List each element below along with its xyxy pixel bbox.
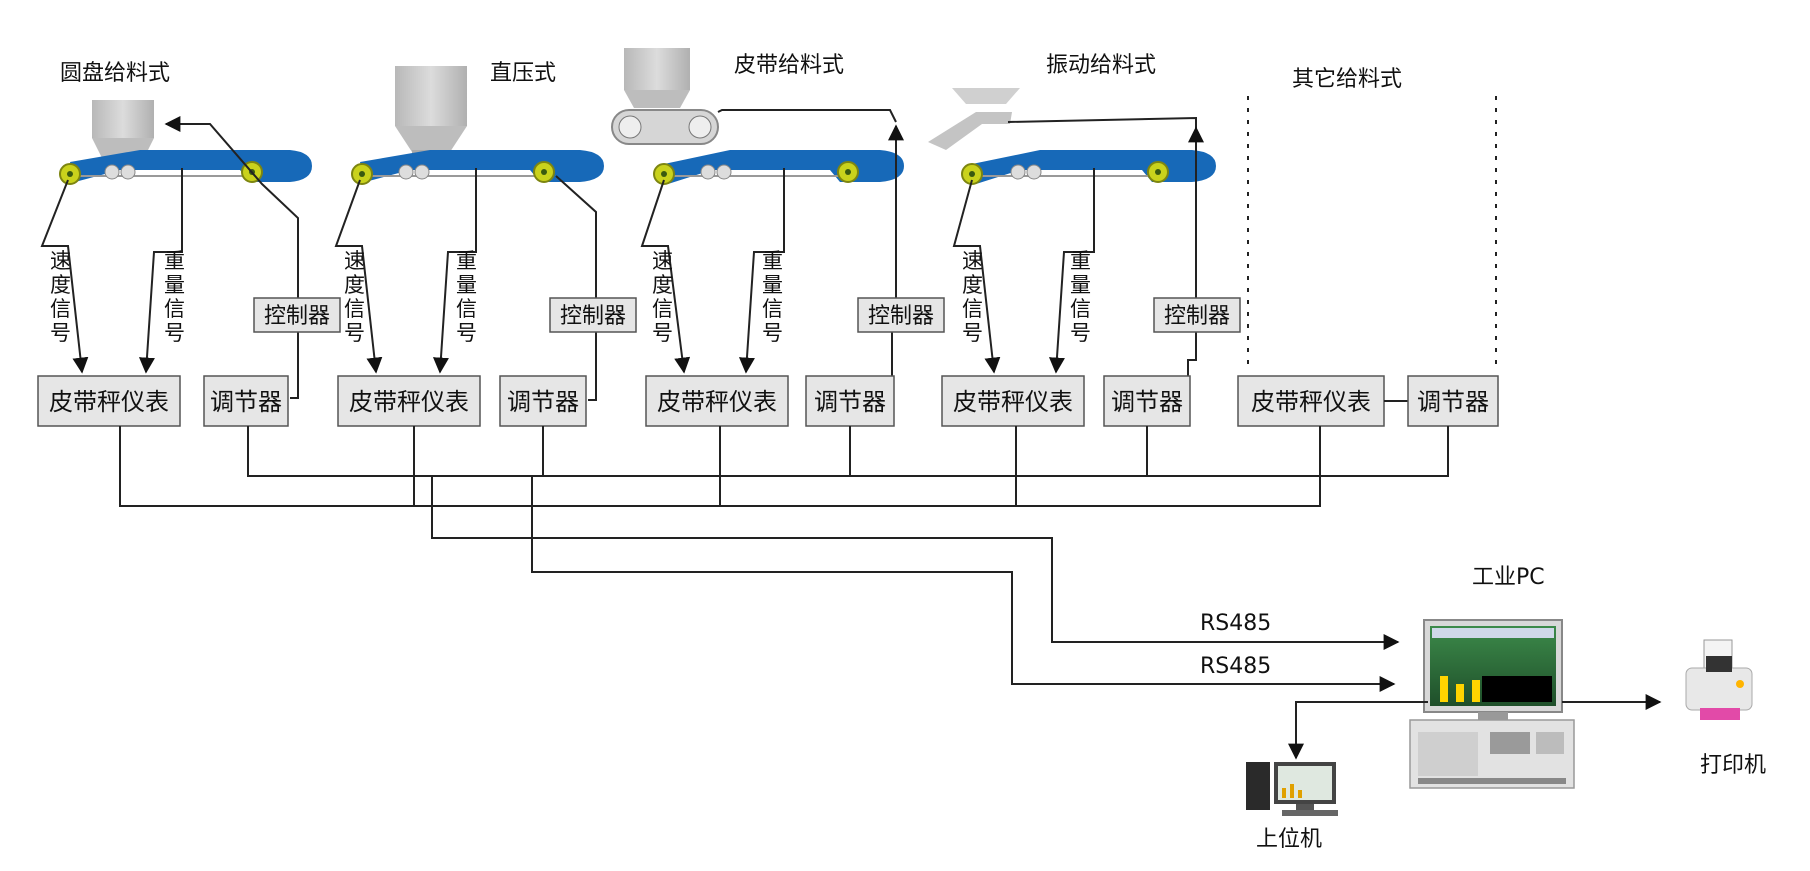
- bus-wiring: RS485 RS485: [119, 426, 1449, 692]
- rs485-label-bottom: RS485: [1200, 654, 1271, 679]
- speed-label-1: 速: [652, 249, 673, 273]
- regulator-label: 调节器: [210, 388, 282, 416]
- weight-label-3: 信: [164, 297, 185, 321]
- vibrating-chute-icon: [928, 88, 1020, 150]
- regulator-label: 调节器: [1417, 388, 1489, 416]
- speed-label-3: 信: [652, 297, 673, 321]
- controller-box: [1153, 297, 1241, 333]
- belt-scale-meter-label: 皮带秤仪表: [657, 388, 777, 416]
- speed-label-4: 号: [962, 321, 983, 345]
- feeder-title: 圆盘给料式: [60, 61, 170, 86]
- weight-label-1: 重: [1070, 249, 1091, 273]
- controller-label: 控制器: [264, 304, 330, 329]
- speed-label-3: 信: [50, 297, 71, 321]
- feeder-title: 振动给料式: [1046, 53, 1156, 78]
- weight-label-1: 重: [456, 249, 477, 273]
- feeder-2: 直压式 速 度 信 号 重 量 信 号 控制器 皮带秤仪表: [334, 61, 637, 427]
- belt-conveyor-icon: [961, 150, 1216, 185]
- controller-label: 控制器: [560, 304, 626, 329]
- industrial-pc-label: 工业PC: [1472, 565, 1545, 590]
- weight-label-2: 量: [456, 273, 477, 297]
- speed-label-1: 速: [962, 249, 983, 273]
- speed-label-2: 度: [50, 273, 71, 297]
- regulator-label: 调节器: [507, 388, 579, 416]
- controller-box: [549, 297, 637, 333]
- belt-scale-meter-label: 皮带秤仪表: [349, 388, 469, 416]
- belt-scale-meter-box: [645, 375, 789, 427]
- printer: 打印机: [1685, 639, 1766, 778]
- feeder-title: 直压式: [490, 61, 556, 86]
- belt-conveyor-icon: [59, 150, 312, 185]
- industrial-pc-chassis-icon: [1409, 719, 1575, 789]
- weight-label-4: 号: [456, 321, 477, 345]
- speed-label-3: 信: [962, 297, 983, 321]
- regulator-box: [805, 375, 895, 427]
- industrial-pc: 工业PC: [1288, 565, 1662, 789]
- belt-conveyor-icon: [351, 150, 604, 185]
- controller-box: [253, 297, 341, 333]
- feeder-3: 皮带给料式 速 度 信 号 重 量 信 号 控制器: [611, 48, 945, 427]
- monitor-icon: [1423, 619, 1563, 722]
- controller-box: [857, 297, 945, 333]
- regulator-box: [1103, 375, 1191, 427]
- weight-label-4: 号: [762, 321, 783, 345]
- regulator-label: 调节器: [814, 388, 886, 416]
- host-label: 上位机: [1256, 827, 1322, 852]
- belt-scale-meter-box: [337, 375, 481, 427]
- speed-label-2: 度: [344, 273, 365, 297]
- belt-scale-meter-label: 皮带秤仪表: [1251, 388, 1371, 416]
- weight-label-2: 量: [1070, 273, 1091, 297]
- rs485-label-top: RS485: [1200, 611, 1271, 636]
- belt-scale-meter-box: [1237, 375, 1385, 427]
- desktop-computer-icon: [1246, 762, 1338, 816]
- feeder-5: 其它给料式 皮带秤仪表 调节器: [1237, 67, 1499, 427]
- speed-label-3: 信: [344, 297, 365, 321]
- belt-conveyor-icon: [653, 150, 904, 185]
- regulator-box: [499, 375, 587, 427]
- weight-label-3: 信: [456, 297, 477, 321]
- speed-label-4: 号: [50, 321, 71, 345]
- feeder-title: 皮带给料式: [734, 53, 844, 78]
- speed-label-2: 度: [652, 273, 673, 297]
- weight-label-3: 信: [1070, 297, 1091, 321]
- feeder-1: 圆盘给料式 速 度 信 号 重 量 信 号 控制器: [37, 61, 341, 427]
- belt-scale-meter-box: [37, 375, 181, 427]
- speed-label-4: 号: [652, 321, 673, 345]
- regulator-box: [203, 375, 289, 427]
- hopper-icon: [611, 48, 719, 145]
- printer-label: 打印机: [1700, 753, 1766, 778]
- weight-label-4: 号: [1070, 321, 1091, 345]
- regulator-box: [1407, 375, 1499, 427]
- regulator-label: 调节器: [1111, 388, 1183, 416]
- hopper-icon: [395, 66, 467, 162]
- weight-label-4: 号: [164, 321, 185, 345]
- weight-label-1: 重: [762, 249, 783, 273]
- feeder-4: 振动给料式 速 度 信 号 重 量 信 号 控制器 皮带秤仪表: [928, 53, 1241, 427]
- weight-label-2: 量: [164, 273, 185, 297]
- weight-label-3: 信: [762, 297, 783, 321]
- speed-label-1: 速: [344, 249, 365, 273]
- belt-scale-meter-label: 皮带秤仪表: [953, 388, 1073, 416]
- printer-icon: [1685, 639, 1753, 720]
- weight-label-1: 重: [164, 249, 185, 273]
- belt-scale-meter-label: 皮带秤仪表: [49, 388, 169, 416]
- feeder-title: 其它给料式: [1292, 67, 1402, 92]
- belt-scale-meter-box: [941, 375, 1085, 427]
- speed-label-2: 度: [962, 273, 983, 297]
- weight-label-2: 量: [762, 273, 783, 297]
- speed-label-1: 速: [50, 249, 71, 273]
- controller-label: 控制器: [1164, 304, 1230, 329]
- host-computer: 上位机: [1246, 762, 1338, 852]
- speed-label-4: 号: [344, 321, 365, 345]
- controller-label: 控制器: [868, 304, 934, 329]
